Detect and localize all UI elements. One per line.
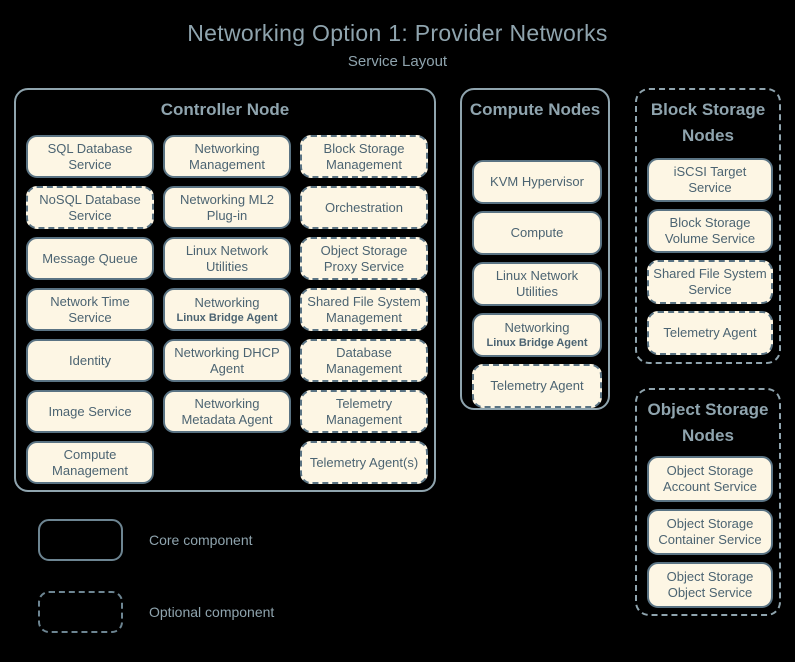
- component-label: NoSQL Database Service: [39, 191, 141, 223]
- page-title: Networking Option 1: Provider Networks: [187, 20, 608, 46]
- component-box-networking-dhcp-agent[interactable]: Networking DHCP Agent: [163, 339, 291, 382]
- component-label: Networking ML2 Plug-in: [180, 191, 274, 223]
- component-label: Networking DHCP Agent: [174, 344, 280, 376]
- component-box-message-queue[interactable]: Message Queue: [26, 237, 154, 280]
- diagram-header: Networking Option 1: Provider Networks S…: [0, 18, 795, 73]
- component-box-block-storage-management[interactable]: Block Storage Management: [300, 135, 428, 178]
- component-box-kvm-hypervisor[interactable]: KVM Hypervisor: [472, 160, 602, 204]
- component-box-nosql-database-service[interactable]: NoSQL Database Service: [26, 186, 154, 229]
- group-title-compute-nodes: Compute Nodes: [469, 100, 601, 119]
- controller-node-grid: SQL Database Service Networking Managemen…: [26, 135, 428, 484]
- component-label: iSCSI Target Service: [673, 164, 747, 195]
- component-box-networking-ml2-plug-in[interactable]: Networking ML2 Plug-in: [163, 186, 291, 229]
- component-box-object-storage-account-service[interactable]: Object Storage Account Service: [647, 456, 773, 502]
- component-label: Telemetry Agent(s): [309, 454, 419, 470]
- component-box-orchestration[interactable]: Orchestration: [300, 186, 428, 229]
- component-label: Linux Network Utilities: [185, 242, 269, 274]
- legend-label-core: Core component: [149, 532, 253, 548]
- legend-label-optional: Optional component: [149, 604, 275, 620]
- component-box-telemetry-management[interactable]: Telemetry Management: [300, 390, 428, 433]
- component-label: Shared File System Service: [653, 266, 767, 297]
- component-label: Networking: [504, 320, 570, 335]
- component-box-object-storage-container-service[interactable]: Object Storage Container Service: [647, 509, 773, 555]
- component-label: Identity: [69, 352, 111, 368]
- component-box-object-storage-object-service[interactable]: Object Storage Object Service: [647, 562, 773, 608]
- component-box-database-management[interactable]: Database Management: [300, 339, 428, 382]
- component-box-telemetry-agent[interactable]: Telemetry Agent: [472, 364, 602, 408]
- component-label: Block Storage Volume Service: [664, 215, 756, 246]
- component-box-identity[interactable]: Identity: [26, 339, 154, 382]
- component-sublabel: Linux Bridge Agent: [486, 337, 588, 349]
- component-box-telemetry-agent[interactable]: Telemetry Agent: [647, 311, 773, 355]
- component-box-linux-network-utilities[interactable]: Linux Network Utilities: [472, 262, 602, 306]
- component-label: Object Storage Account Service: [663, 463, 757, 494]
- component-label: Block Storage Management: [323, 140, 405, 172]
- component-label: Networking Management: [189, 140, 265, 172]
- component-label: Telemetry Agent: [663, 325, 757, 340]
- component-box-networking-metadata-agent[interactable]: Networking Metadata Agent: [163, 390, 291, 433]
- legend-swatch-optional: [38, 591, 123, 633]
- component-label: Image Service: [48, 403, 132, 419]
- grid-spacer: [163, 441, 291, 484]
- group-title-block-storage-nodes: Block Storage Nodes: [650, 100, 766, 145]
- component-label: Telemetry Agent: [490, 378, 584, 393]
- component-label: Orchestration: [324, 199, 404, 215]
- group-title-object-storage-nodes: Object Storage Nodes: [647, 400, 769, 445]
- component-box-compute-management[interactable]: Compute Management: [26, 441, 154, 484]
- legend-row-optional: Optional component: [38, 590, 274, 634]
- component-label: Networking Metadata Agent: [181, 395, 273, 427]
- component-box-image-service[interactable]: Image Service: [26, 390, 154, 433]
- component-box-shared-file-system-service[interactable]: Shared File System Service: [647, 260, 773, 304]
- legend-swatch-core: [38, 519, 123, 561]
- component-label: Object Storage Proxy Service: [320, 242, 408, 274]
- component-box-block-storage-volume-service[interactable]: Block Storage Volume Service: [647, 209, 773, 253]
- component-box-linux-network-utilities[interactable]: Linux Network Utilities: [163, 237, 291, 280]
- group-object-storage-nodes: Object Storage Nodes Object Storage Acco…: [635, 388, 781, 616]
- component-label: Object Storage Object Service: [666, 569, 754, 600]
- component-box-networking-management[interactable]: Networking Management: [163, 135, 291, 178]
- group-block-storage-nodes: Block Storage Nodes iSCSI Target Service…: [635, 88, 781, 364]
- component-label: Shared File System Management: [307, 293, 421, 325]
- component-box-object-storage-proxy-service[interactable]: Object Storage Proxy Service: [300, 237, 428, 280]
- component-label: Network Time Service: [50, 293, 130, 325]
- component-label: Object Storage Container Service: [658, 516, 762, 547]
- group-title-controller-node: Controller Node: [160, 100, 290, 119]
- component-label: Database Management: [326, 344, 402, 376]
- component-sublabel: Linux Bridge Agent: [176, 311, 278, 324]
- component-label: KVM Hypervisor: [490, 174, 584, 189]
- component-box-network-time-service[interactable]: Network Time Service: [26, 288, 154, 331]
- page-subtitle: Service Layout: [347, 53, 448, 70]
- component-box-telemetry-agent-s[interactable]: Telemetry Agent(s): [300, 441, 428, 484]
- component-box-iscsi-target-service[interactable]: iSCSI Target Service: [647, 158, 773, 202]
- component-label: Networking: [194, 294, 260, 310]
- component-label: Compute: [510, 225, 564, 240]
- diagram-canvas: { "header": { "title": "Networking Optio…: [0, 18, 795, 633]
- component-label: Compute Management: [52, 446, 128, 478]
- component-label: Linux Network Utilities: [495, 268, 579, 299]
- component-box-sql-database-service[interactable]: SQL Database Service: [26, 135, 154, 178]
- component-label: Telemetry Management: [326, 395, 402, 427]
- component-box-compute[interactable]: Compute: [472, 211, 602, 255]
- component-label: SQL Database Service: [47, 140, 133, 172]
- legend-row-core: Core component: [38, 518, 274, 562]
- component-box-shared-file-system-management[interactable]: Shared File System Management: [300, 288, 428, 331]
- component-label: Message Queue: [42, 250, 138, 266]
